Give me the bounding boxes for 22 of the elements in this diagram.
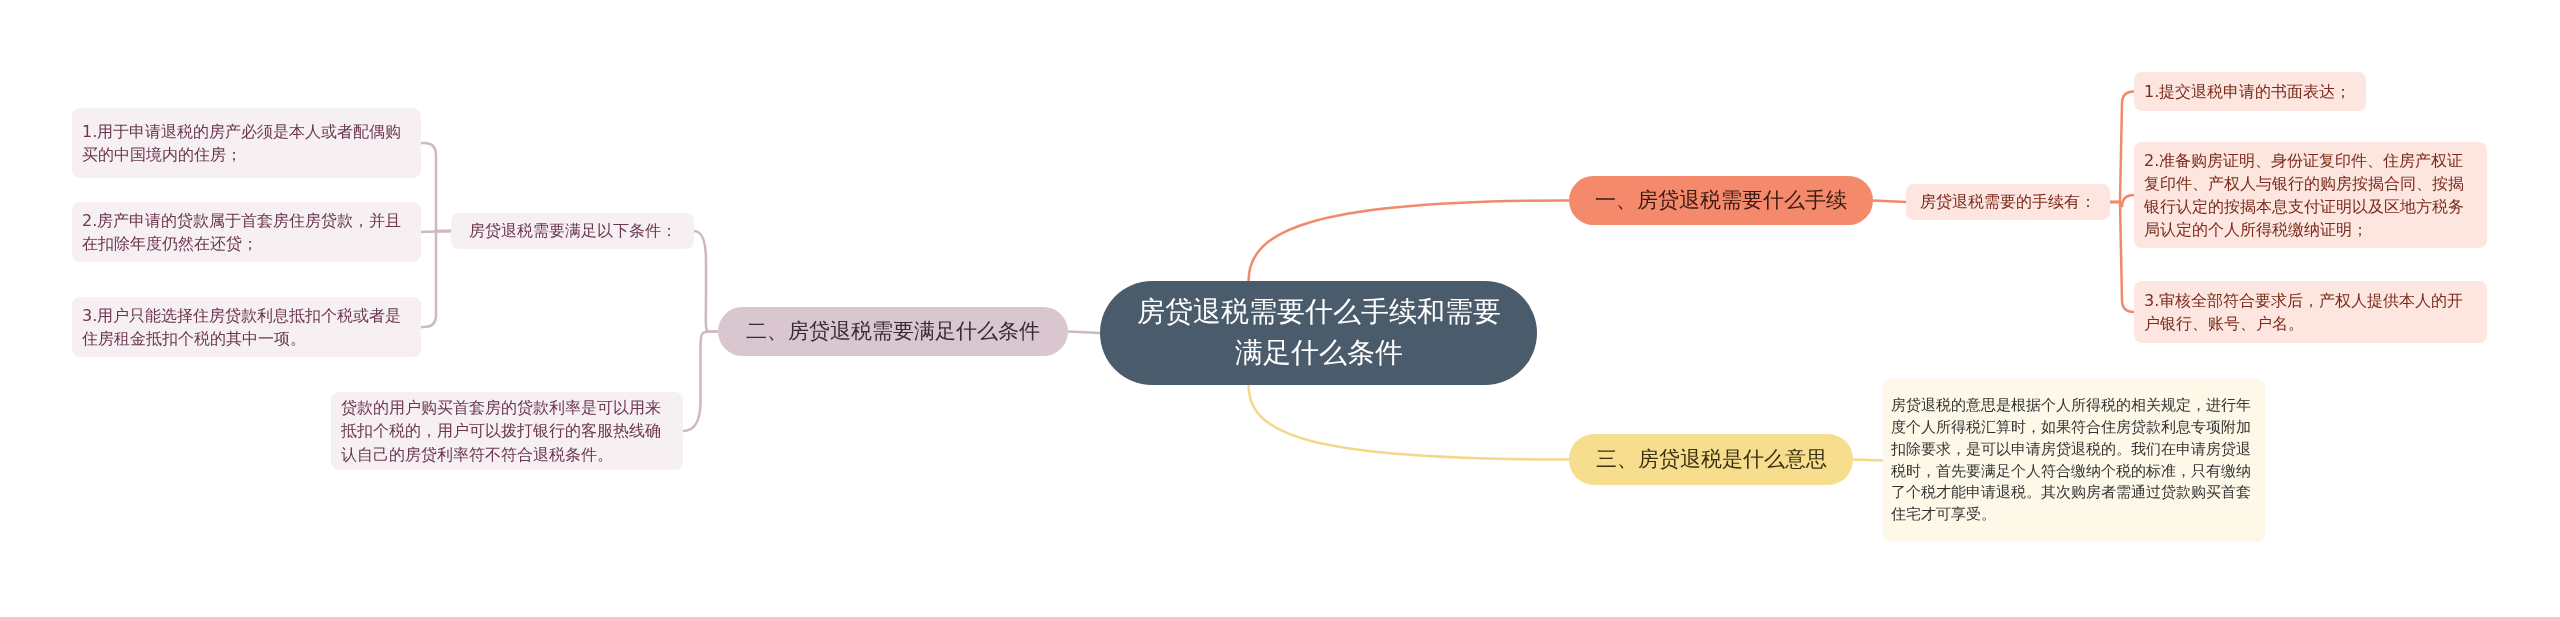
- connector-line: [1247, 199, 1569, 282]
- connector-line: [1067, 330, 1101, 335]
- detail-box: 1.用于申请退税的房产必须是本人或者配偶购买的中国境内的住房；: [72, 108, 421, 178]
- connector-line: [421, 229, 451, 329]
- connector-line: [1247, 384, 1569, 461]
- root-topic: 房贷退税需要什么手续和需要满足什么条件: [1100, 281, 1537, 385]
- branch-topic: 一、房贷退税需要什么手续: [1569, 176, 1873, 225]
- branch-topic: 二、房贷退税需要满足什么条件: [718, 307, 1068, 356]
- detail-box: 3.用户只能选择住房贷款利息抵扣个税或者是住房租金抵扣个税的其中一项。: [72, 297, 421, 357]
- detail-box: 2.准备购房证明、身份证复印件、住房产权证复印件、产权人与银行的购房按揭合同、按揭银行认定的按揭本息支付证明以及区地方税务局认定的个人所得税缴纳证明；: [2134, 142, 2487, 248]
- detail-box: 贷款的用户购买首套房的贷款利率是可以用来抵扣个税的，用户可以拨打银行的客服热线确认自己的房贷利率符不符合退税条件。: [331, 392, 683, 470]
- detail-box: 1.提交退税申请的书面表达；: [2134, 72, 2366, 111]
- detail-box: 3.审核全部符合要求后，产权人提供本人的开户银行、账号、户名。: [2134, 281, 2487, 343]
- connector-line: [1852, 458, 1884, 462]
- branch-topic: 三、房贷退税是什么意思: [1569, 434, 1853, 485]
- detail-box: 2.房产申请的贷款属于首套房住房贷款，并且在扣除年度仍然在还贷；: [72, 202, 421, 262]
- connector-line: [1872, 199, 1907, 204]
- detail-box: 房贷退税的意思是根据个人所得税的相关规定，进行年度个人所得税汇算时，如果符合住房贷款利息专项附加扣除要求，是可以申请房贷退税的。我们在申请房贷退税时，首先要满足个人符合缴纳个税的标准，只有缴纳了个税才能申请退税。其次购房者需通过贷款购买首套住宅才可享受。: [1883, 379, 2265, 542]
- connector-line: [682, 330, 718, 433]
- subtopic-box: 房贷退税需要满足以下条件：: [451, 213, 694, 249]
- connector-line: [2110, 200, 2136, 314]
- subtopic-box: 房贷退税需要的手续有：: [1906, 184, 2110, 220]
